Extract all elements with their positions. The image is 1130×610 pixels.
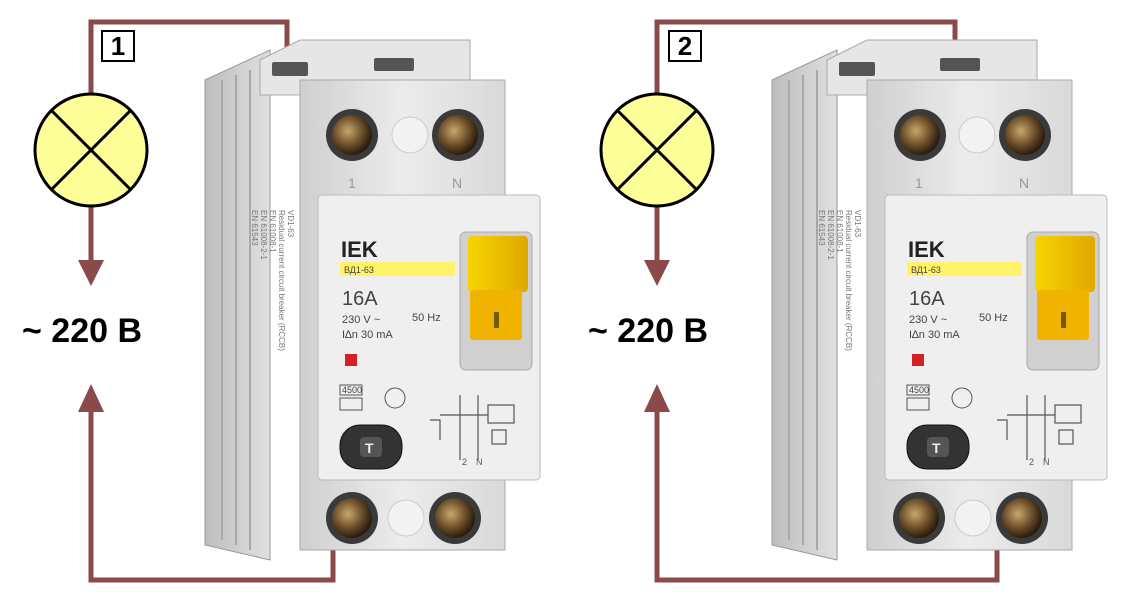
side-text: Residual current circuit breaker (RCCB) xyxy=(844,210,853,351)
rccb-breaker-1 xyxy=(204,39,541,561)
rccb-breaker-2 xyxy=(771,39,1108,561)
brand-logo: IEK xyxy=(908,237,945,262)
diagram-number-label: 2 xyxy=(668,30,702,62)
side-text: EN 61543 xyxy=(817,210,826,246)
wire-bottom-2 xyxy=(654,400,1000,583)
arrow-up-1 xyxy=(78,384,104,412)
side-text: EN 61008-2-1 xyxy=(826,210,835,260)
terminal-label: 1 xyxy=(915,175,923,191)
side-text: EN 61008-1 xyxy=(268,210,277,253)
breaking-capacity: 4500 xyxy=(909,385,929,395)
side-text: VD1-63 xyxy=(286,210,295,238)
test-button[interactable]: T xyxy=(365,440,374,456)
test-button[interactable]: T xyxy=(932,440,941,456)
voltage-rating: 230 V ~ xyxy=(342,314,380,326)
side-text: EN 61543 xyxy=(250,210,259,246)
terminal-label: N xyxy=(476,457,483,467)
terminal-label: N xyxy=(1019,175,1029,191)
breaking-capacity: 4500 xyxy=(342,385,362,395)
side-text: VD1-63 xyxy=(853,210,862,238)
terminal-label: N xyxy=(452,175,462,191)
voltage-label: ~ 220 В xyxy=(588,312,709,350)
wire-bottom-1 xyxy=(88,400,336,583)
arrow-down-1 xyxy=(78,260,104,286)
side-text: EN 61008-2-1 xyxy=(259,210,268,260)
voltage-rating: 230 V ~ xyxy=(909,314,947,326)
residual-rating: I∆n 30 mA xyxy=(342,329,393,341)
terminal-label: 1 xyxy=(348,175,356,191)
voltage-label: ~ 220 В xyxy=(22,312,143,350)
terminal-label: 2 xyxy=(462,457,467,467)
wiring-schematic xyxy=(430,395,515,460)
lamp-icon xyxy=(33,92,149,208)
side-text: EN 61008-1 xyxy=(835,210,844,253)
arrow-up-2 xyxy=(644,384,670,412)
brand-logo: IEK xyxy=(341,237,378,262)
terminal-label: 2 xyxy=(1029,457,1034,467)
frequency-rating: 50 Hz xyxy=(979,312,1008,324)
diagram-number-label: 1 xyxy=(101,30,135,62)
current-rating: 16A xyxy=(342,288,378,310)
model-label: ВД1-63 xyxy=(344,265,374,275)
diagram-2 xyxy=(599,19,1108,583)
frequency-rating: 50 Hz xyxy=(412,312,441,324)
side-text: Residual current circuit breaker (RCCB) xyxy=(277,210,286,351)
lamp-icon xyxy=(599,92,715,208)
terminal-label: N xyxy=(1043,457,1050,467)
wiring-schematic xyxy=(997,395,1082,460)
model-label: ВД1-63 xyxy=(911,265,941,275)
diagram-1 xyxy=(33,19,541,583)
arrow-down-2 xyxy=(644,260,670,286)
residual-rating: I∆n 30 mA xyxy=(909,329,960,341)
current-rating: 16A xyxy=(909,288,945,310)
